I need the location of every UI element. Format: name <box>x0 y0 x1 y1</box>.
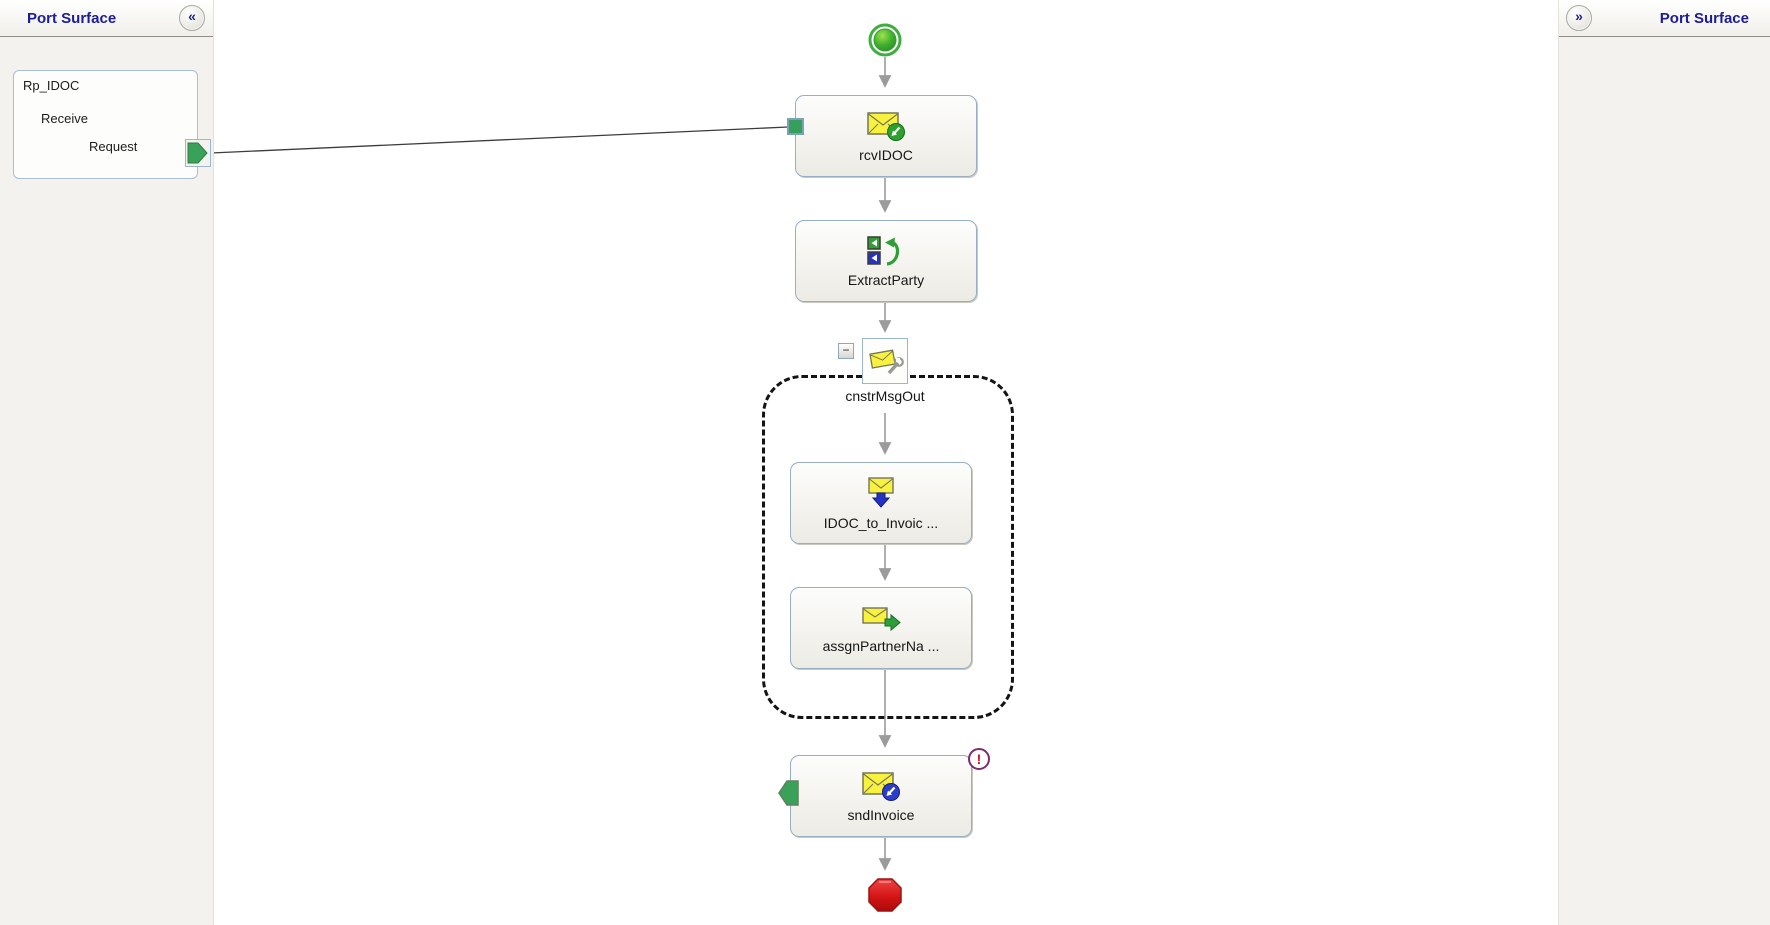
receive-shape-rcvidoc[interactable]: rcvIDOC <box>795 95 977 177</box>
construct-group-label: cnstrMsgOut <box>845 388 925 404</box>
construct-collapse-toggle[interactable]: − <box>838 343 854 359</box>
error-badge[interactable]: ! <box>968 748 990 770</box>
expression-shape-extractparty[interactable]: ExtractParty <box>795 220 977 302</box>
expression-icon <box>867 235 900 266</box>
message-assignment-shape-assgnpartnername[interactable]: assgnPartnerNa ... <box>790 587 972 669</box>
port-name: Rp_IDOC <box>23 78 80 93</box>
port-request-connector[interactable] <box>185 139 211 167</box>
port-message-request[interactable]: Request <box>89 139 138 154</box>
message-assignment-icon <box>862 606 901 631</box>
send-shape-sndinvoice[interactable]: sndInvoice <box>790 755 972 837</box>
green-left-arrow-icon <box>778 780 799 806</box>
receive-envelope-icon <box>867 111 905 141</box>
shape-label: rcvIDOC <box>859 146 913 163</box>
transform-icon <box>868 476 894 508</box>
right-port-surface-panel: » Port Surface <box>1558 0 1770 925</box>
shape-label: assgnPartnerNa ... <box>822 637 940 654</box>
collapse-panel-button[interactable]: « <box>179 5 205 31</box>
port-rp-idoc[interactable]: Rp_IDOC Receive Request <box>13 70 198 179</box>
receive-port-connector[interactable] <box>787 118 804 135</box>
send-port-connector[interactable] <box>777 779 801 812</box>
left-panel-titlebar: Port Surface « <box>0 0 213 37</box>
shape-label: sndInvoice <box>847 806 915 823</box>
send-envelope-icon <box>862 771 900 801</box>
transform-shape-idoc-to-invoice[interactable]: IDOC_to_Invoic ... <box>790 462 972 544</box>
left-port-surface-panel: Port Surface « Rp_IDOC Receive Request <box>0 0 214 925</box>
stop-octagon-icon <box>868 878 902 912</box>
right-panel-titlebar: » Port Surface <box>1559 0 1770 37</box>
port-operation[interactable]: Receive <box>41 111 88 126</box>
shape-label: IDOC_to_Invoic ... <box>823 514 939 531</box>
shape-label: ExtractParty <box>847 271 925 288</box>
right-panel-title: Port Surface <box>1659 9 1749 27</box>
construct-message-shape[interactable] <box>862 338 908 384</box>
construct-message-icon <box>869 349 904 375</box>
left-panel-title: Port Surface <box>27 9 117 27</box>
expand-panel-button[interactable]: » <box>1566 5 1592 31</box>
port-to-receive-link <box>210 126 789 154</box>
green-right-arrow-icon <box>187 142 208 164</box>
start-circle-icon <box>868 23 902 57</box>
start-shape[interactable] <box>868 23 902 62</box>
stop-shape[interactable] <box>867 877 903 918</box>
